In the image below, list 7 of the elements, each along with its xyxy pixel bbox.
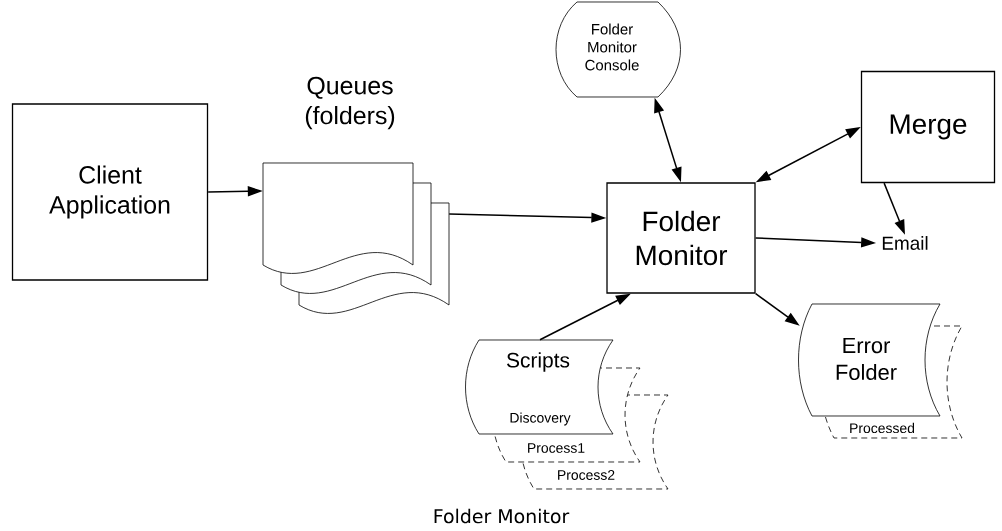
node-label: Queues (folders): [305, 76, 395, 130]
process-box: Merge: [860, 70, 996, 184]
process-box: Client Application: [11, 103, 209, 281]
document-stack: Queues (folders): [262, 76, 450, 314]
caption: Folder Monitor: [434, 508, 570, 524]
process-box: Folder Monitor: [606, 182, 756, 294]
output-label: Email: [882, 236, 928, 250]
